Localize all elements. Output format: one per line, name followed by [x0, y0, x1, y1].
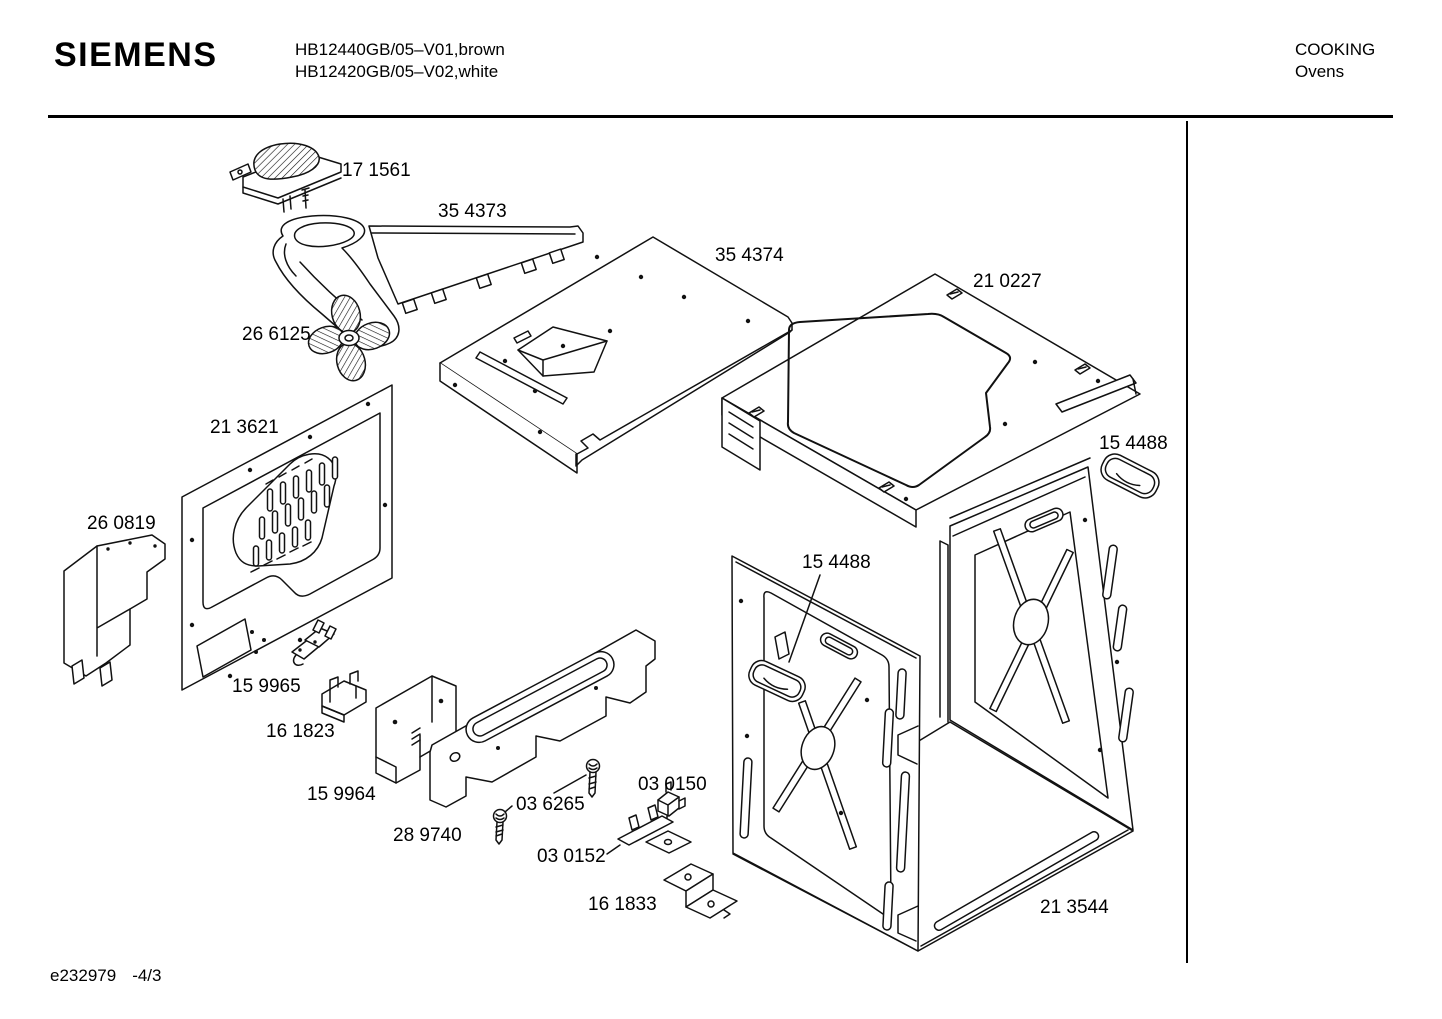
- page-divider-line: [1186, 121, 1188, 963]
- part-label-clamp-bracket: 16 1823: [266, 721, 335, 742]
- sheet-number: -4/3: [132, 966, 162, 985]
- part-drawing-fan-impeller: [307, 294, 391, 382]
- part-label-top-frame: 21 0227: [973, 271, 1042, 292]
- part-label-rail-bracket: 03 0152: [537, 846, 606, 867]
- part-label-top-cover-panel: 35 4374: [715, 245, 784, 266]
- leader-line-rail-bracket: [606, 844, 621, 855]
- part-drawing-screws: [492, 758, 601, 845]
- part-label-oven-cavity: 21 3544: [1040, 897, 1109, 918]
- part-drawing-clamp-bracket: [321, 670, 367, 723]
- part-label-cross-rail: 28 9740: [393, 825, 462, 846]
- part-drawing-oven-cavity: [731, 453, 1160, 952]
- part-drawing-motor-assembly: [229, 142, 342, 213]
- part-label-bumper-left: 15 4488: [802, 552, 871, 573]
- part-drawing-cross-rail: [429, 629, 656, 808]
- subcategory-label: Ovens: [1295, 62, 1345, 81]
- brand-logo: SIEMENS: [54, 35, 218, 75]
- model-line-2: HB12420GB/05–V02,white: [295, 62, 499, 81]
- part-drawing-clip: [657, 781, 686, 825]
- part-label-angle-bracket: 16 1833: [588, 894, 657, 915]
- part-label-bumper-right: 15 4488: [1099, 433, 1168, 454]
- part-label-motor-assembly: 17 1561: [342, 160, 411, 181]
- part-label-mounting-plate: 15 9964: [307, 784, 376, 805]
- part-label-air-deflector: 26 0819: [87, 513, 156, 534]
- part-drawing-terminal-block: [291, 619, 337, 667]
- part-label-rear-panel: 21 3621: [210, 417, 279, 438]
- category-block: COOKING Ovens: [1295, 39, 1375, 83]
- leader-line-screws: [504, 774, 587, 813]
- part-drawing-angle-bracket: [663, 863, 738, 919]
- part-drawing-rail-bracket: [606, 804, 692, 855]
- document-code: e232979: [50, 966, 117, 985]
- part-drawing-rear-panel: [181, 384, 393, 691]
- footer: e232979 -4/3: [50, 966, 161, 986]
- part-drawing-air-deflector: [63, 534, 166, 687]
- part-label-clip: 03 0150: [638, 774, 707, 795]
- category-label: COOKING: [1295, 40, 1376, 59]
- model-line-1: HB12440GB/05–V01,brown: [295, 40, 505, 59]
- leader-line-bumper-left: [788, 574, 821, 663]
- part-drawing-top-cover-panel: [439, 236, 793, 474]
- part-label-fan-impeller: 26 6125: [242, 324, 311, 345]
- model-codes: HB12440GB/05–V01,brown HB12420GB/05–V02,…: [295, 39, 505, 83]
- part-drawing-fan-duct-cover: [272, 214, 584, 348]
- header-rule: [48, 115, 1393, 118]
- part-drawing-top-frame: [721, 273, 1141, 528]
- part-label-screw: 03 6265: [516, 794, 585, 815]
- part-label-fan-duct-cover: 35 4373: [438, 201, 507, 222]
- part-label-terminal-block: 15 9965: [232, 676, 301, 697]
